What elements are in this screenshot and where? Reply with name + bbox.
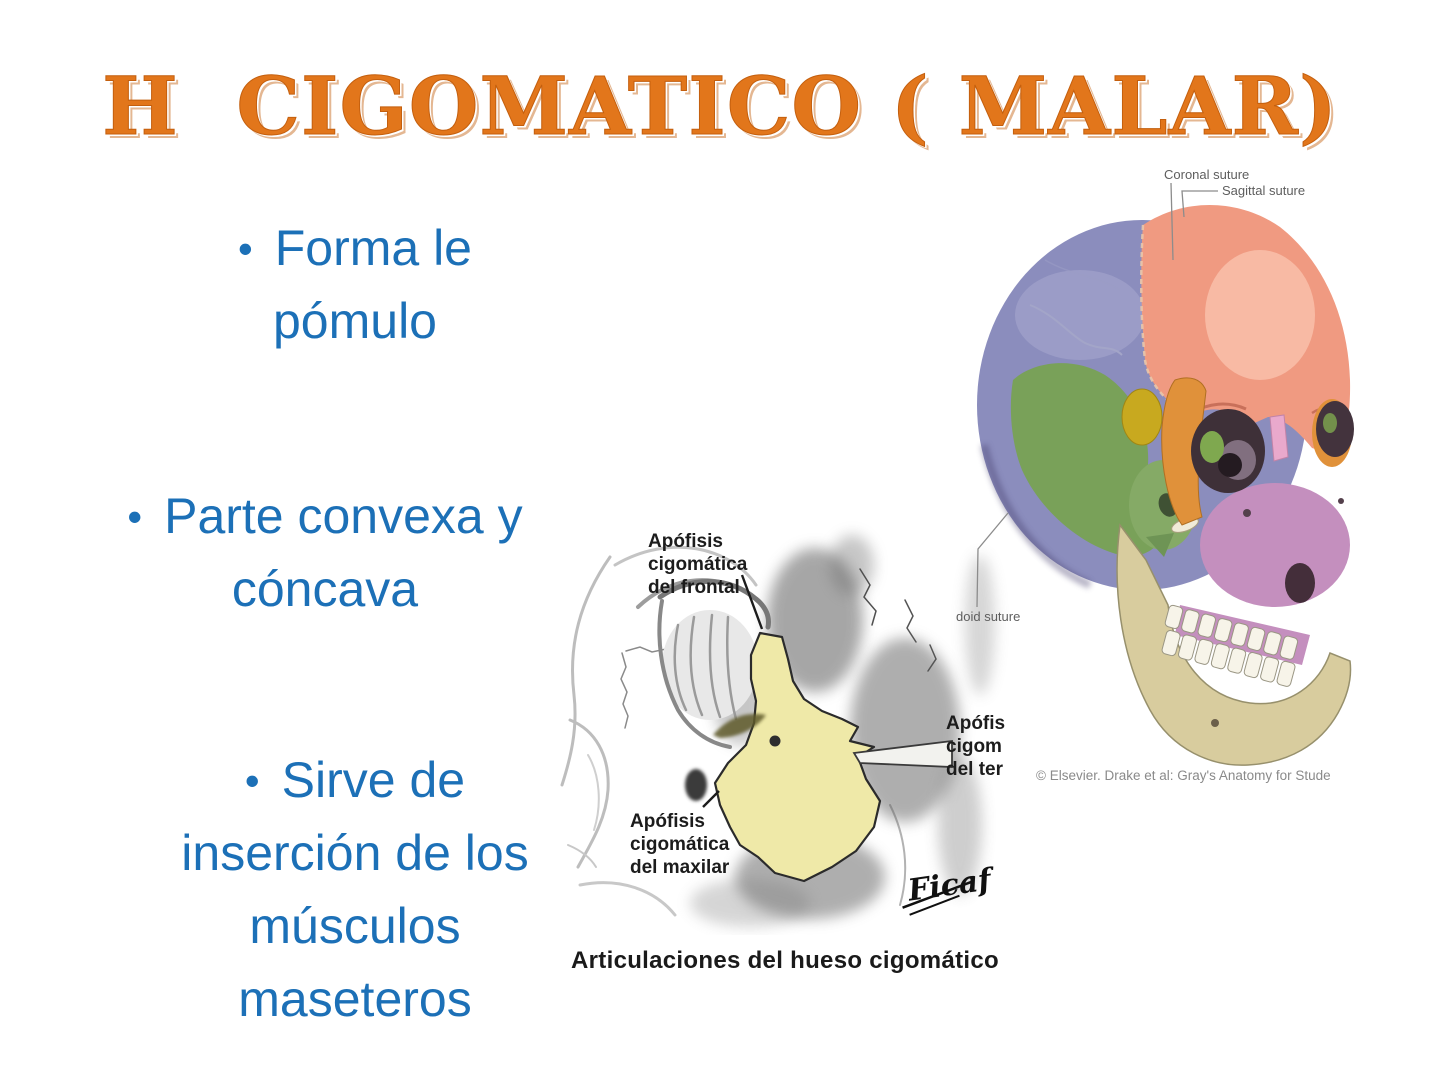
- skull-illustration: Coronal suture Sagittal suture doid sutu…: [956, 167, 1354, 783]
- label-text: doid suture: [956, 609, 1020, 624]
- temporal-process-wedge: [852, 739, 953, 768]
- infraorbital-foramen: [685, 769, 707, 801]
- zygoma-articulations-figure: Apófisis cigomática del frontal Apófis c…: [560, 505, 1010, 975]
- leader-line: [702, 790, 720, 808]
- label-line: Apófisis: [648, 531, 723, 552]
- bullet-line: • Sirve de: [85, 744, 625, 817]
- bullet-text: Parte convexa y: [164, 488, 523, 544]
- nasal-bone: [1269, 414, 1289, 462]
- label-apofisis-maxilar: Apófisis cigomática del maxilar: [630, 790, 730, 878]
- occipital-rim-shadow: [980, 444, 1092, 589]
- artist-signature: Ficaf: [902, 862, 998, 916]
- label-coronal-suture: Coronal suture: [1164, 167, 1249, 261]
- bullet-item-forma: • Forma le pómulo: [85, 212, 625, 358]
- bullet-line: • Parte convexa y: [15, 480, 635, 553]
- label-line: Apófis: [946, 713, 1005, 734]
- bullet-marker: •: [244, 757, 260, 804]
- label-text: Sagittal suture: [1222, 183, 1305, 198]
- lacrimal-green: [1200, 431, 1224, 463]
- lambdoid-suture-line: [1029, 304, 1123, 356]
- cheek-dot: [1338, 498, 1344, 504]
- label-line: del maxilar: [630, 857, 730, 878]
- zygomaticofacial-foramen: [769, 735, 781, 747]
- maxilla-bone: [1200, 483, 1350, 607]
- bullet-marker: •: [238, 225, 253, 272]
- label-apofisis-temporal: Apófis cigom del ter: [946, 713, 1005, 780]
- label-lambdoid-suture: doid suture: [956, 512, 1020, 624]
- bullet-text: Sirve de: [281, 752, 466, 808]
- bullet-text: músculos: [249, 898, 461, 954]
- bullet-text: maseteros: [238, 971, 472, 1027]
- label-apofisis-frontal: Apófisis cigomática del frontal: [648, 531, 764, 630]
- bullet-text: pómulo: [273, 293, 437, 349]
- bullet-text: Forma le: [274, 220, 472, 276]
- label-sagittal-suture: Sagittal suture: [1181, 183, 1305, 218]
- bullet-marker: •: [127, 493, 143, 540]
- mental-foramen: [1211, 719, 1219, 727]
- orbit-far-green: [1323, 413, 1337, 433]
- teeth: [1161, 604, 1299, 687]
- coronal-suture-line: [1140, 224, 1179, 410]
- zygomatic-bone-highlight: [713, 631, 882, 883]
- orbit-sketch: [657, 579, 771, 749]
- bullet-item-sirve: • Sirve de inserción de los músculos mase…: [85, 744, 625, 1036]
- zygoma-sketch: Apófisis cigomática del frontal Apófis c…: [560, 531, 1005, 927]
- mandible-bone: [1116, 523, 1352, 766]
- bullet-text: cóncava: [231, 561, 419, 617]
- bullet-line: • Forma le: [85, 212, 625, 285]
- leader-line: [1181, 190, 1218, 218]
- infraorbital-dot: [1243, 509, 1251, 517]
- parietal-suture-line: [1044, 259, 1121, 291]
- orbit-near-dark: [1218, 453, 1242, 477]
- figure-caption: Articulaciones del hueso cigomático: [571, 947, 999, 974]
- label-text: Coronal suture: [1164, 167, 1249, 182]
- frontal-highlight: [1205, 250, 1315, 380]
- sphenoid-bone: [1121, 388, 1163, 446]
- colored-skull-figure: Coronal suture Sagittal suture doid sutu…: [950, 165, 1430, 785]
- label-line: Apófisis: [630, 811, 705, 832]
- zygomatic-bone: [1161, 377, 1207, 526]
- slide-title: H CIGOMATICO ( MALAR): [102, 59, 1338, 154]
- bullet-item-parte: • Parte convexa y cóncava: [15, 480, 635, 626]
- mastoid-process: [1146, 533, 1174, 557]
- leader-line: [740, 574, 764, 630]
- nasal-aperture: [1285, 563, 1315, 603]
- orbital-floor-shadow: [713, 713, 766, 738]
- label-line: del ter: [946, 759, 1004, 780]
- label-line: cigom: [946, 736, 1002, 757]
- label-line: cigomática: [648, 554, 748, 575]
- label-line: cigomática: [630, 834, 730, 855]
- image-credit: © Elsevier. Drake et al: Gray's Anatomy …: [1036, 768, 1331, 783]
- parietal-highlight: [1015, 270, 1145, 360]
- bullet-text: inserción de los: [181, 825, 529, 881]
- leader-line: [976, 512, 1009, 608]
- leader-line: [1170, 182, 1174, 261]
- label-line: del frontal: [648, 577, 740, 598]
